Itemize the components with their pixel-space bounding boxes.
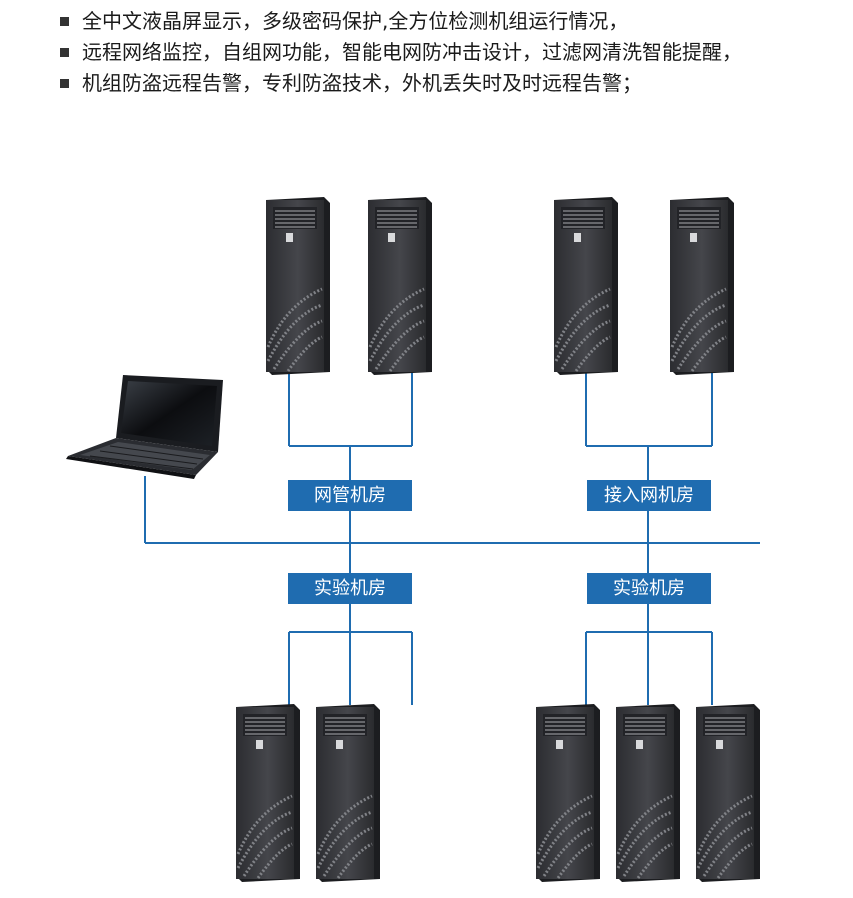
feature-item: 全中文液晶屏显示，多级密码保护,全方位检测机组运行情况，	[60, 6, 820, 37]
air-conditioner-cabinet-icon	[264, 195, 332, 377]
bullet-square-icon	[60, 17, 69, 26]
feature-list: 全中文液晶屏显示，多级密码保护,全方位检测机组运行情况， 远程网络监控，自组网功…	[60, 6, 820, 99]
room-label-lab-right: 实验机房	[587, 573, 711, 604]
room-label-network-mgmt: 网管机房	[288, 480, 412, 511]
laptop-icon	[66, 375, 223, 479]
air-conditioner-cabinet-icon	[668, 195, 736, 377]
room-label-lab-left: 实验机房	[288, 573, 412, 604]
bullet-square-icon	[60, 79, 69, 88]
feature-text: 远程网络监控，自组网功能，智能电网防冲击设计，过滤网清洗智能提醒，	[82, 40, 742, 64]
feature-text: 全中文液晶屏显示，多级密码保护,全方位检测机组运行情况，	[82, 9, 629, 33]
air-conditioner-cabinet-icon	[552, 195, 620, 377]
feature-item: 远程网络监控，自组网功能，智能电网防冲击设计，过滤网清洗智能提醒，	[60, 37, 820, 68]
air-conditioner-cabinet-icon	[314, 702, 382, 884]
bullet-square-icon	[60, 48, 69, 57]
room-label-access: 接入网机房	[587, 480, 711, 511]
air-conditioner-cabinet-icon	[694, 702, 762, 884]
feature-item: 机组防盗远程告警，专利防盗技术，外机丢失时及时远程告警；	[60, 68, 820, 99]
air-conditioner-cabinet-icon	[366, 195, 434, 377]
connection-lines	[144, 372, 760, 705]
air-conditioner-cabinet-icon	[614, 702, 682, 884]
air-conditioner-cabinet-icon	[234, 702, 302, 884]
feature-text: 机组防盗远程告警，专利防盗技术，外机丢失时及时远程告警；	[82, 71, 642, 95]
air-conditioner-cabinet-icon	[534, 702, 602, 884]
